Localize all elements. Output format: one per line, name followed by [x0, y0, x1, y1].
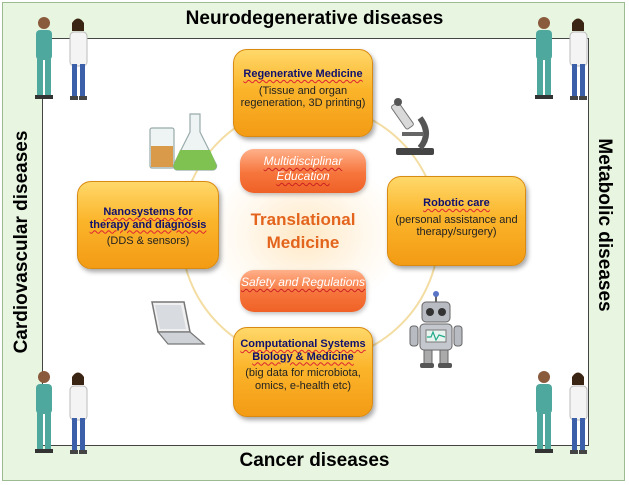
- robotic-care-box: Robotic care (personal assistance and th…: [387, 176, 526, 266]
- doctor-male-icon: [535, 17, 553, 99]
- safety-regulations-pill: Safety and Regulations: [240, 270, 366, 312]
- safety-label: Safety and Regulations: [240, 275, 366, 289]
- multidisciplinar-education-pill: Multidisciplinar Education: [240, 149, 366, 193]
- doctor-female-icon: [69, 372, 88, 454]
- center-title-line2: Medicine: [266, 233, 340, 252]
- doctor-female-icon: [569, 372, 588, 454]
- robotic-care-details: (personal assistance and therapy/surgery…: [395, 213, 518, 239]
- doctor-female-icon: [569, 18, 588, 100]
- flask-icon: [149, 113, 218, 171]
- doctor-icon: [35, 17, 88, 100]
- bottom-disease-title: Cancer diseases: [239, 450, 390, 471]
- right-disease-title: Metabolic diseases: [594, 138, 615, 312]
- nanosystems-heading: Nanosystems for therapy and diagnosis: [89, 206, 207, 231]
- education-label: Multidisciplinar Education: [263, 154, 343, 183]
- computational-biology-details: (big data for microbiota, omics, e-healt…: [245, 367, 361, 392]
- computational-biology-heading: Computational Systems Biology & Medicine: [240, 338, 366, 363]
- doctor-female-icon: [69, 18, 88, 100]
- regenerative-medicine-details: (Tissue and organ regeneration, 3D print…: [240, 84, 366, 110]
- doctor-icon: [535, 17, 588, 100]
- robot-icon: [409, 291, 463, 368]
- microscope-icon: [390, 98, 434, 155]
- laptop-icon: [151, 301, 206, 345]
- doctor-icon: [535, 371, 588, 454]
- doctor-icon: [35, 371, 88, 454]
- left-disease-title: Cardiovascular diseases: [11, 130, 32, 354]
- regenerative-medicine-heading: Regenerative Medicine: [243, 68, 363, 80]
- regenerative-medicine-box: Regenerative Medicine (Tissue and organ …: [233, 49, 373, 137]
- nanosystems-details: (DDS & sensors): [106, 235, 190, 247]
- top-disease-title: Neurodegenerative diseases: [185, 8, 444, 29]
- computational-biology-box: Computational Systems Biology & Medicine…: [233, 327, 373, 417]
- doctor-male-icon: [535, 371, 553, 453]
- nanosystems-box: Nanosystems for therapy and diagnosis (D…: [77, 181, 219, 269]
- robotic-care-heading: Robotic care: [423, 197, 490, 209]
- translational-medicine-title: Translational Medicine: [213, 208, 393, 254]
- center-title-line1: Translational: [250, 210, 356, 229]
- doctor-male-icon: [35, 371, 53, 453]
- doctor-male-icon: [35, 17, 53, 99]
